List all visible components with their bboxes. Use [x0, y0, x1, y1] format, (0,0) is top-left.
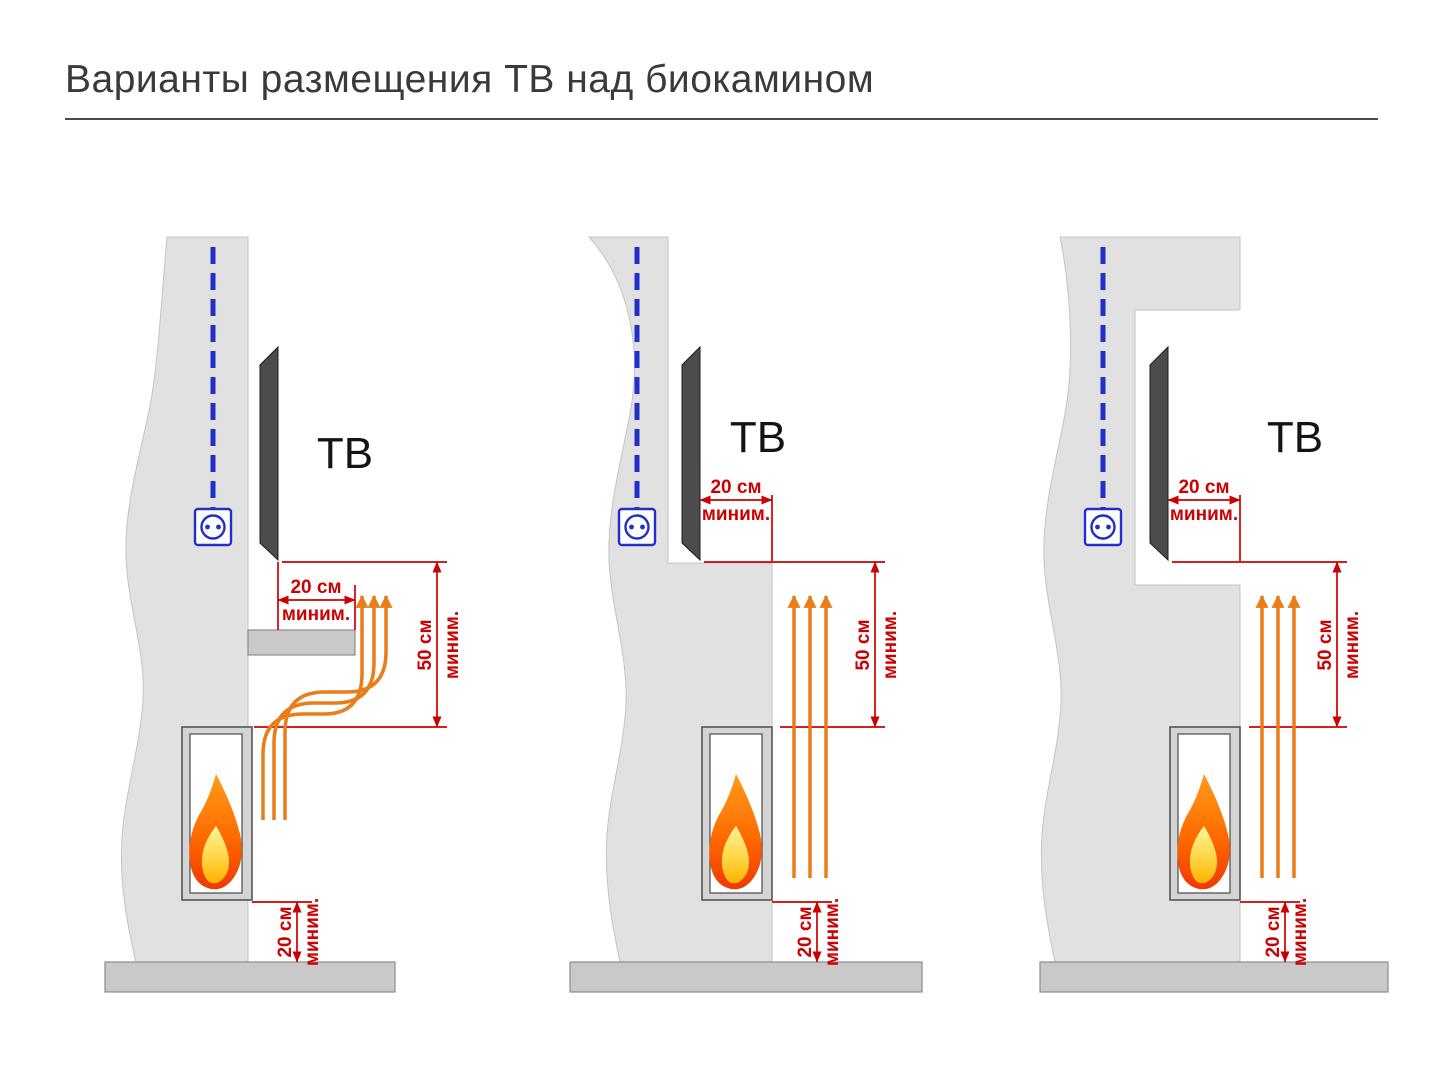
svg-text:20 см: 20 см [1178, 477, 1229, 498]
svg-text:50 см: 50 см [1315, 619, 1336, 670]
dimension-floor-clearance: 20 см миним. [1240, 898, 1311, 966]
floor [1039, 961, 1389, 993]
tv-panel [681, 345, 701, 562]
power-outlet-icon [617, 507, 657, 547]
tv-label: ТВ [1267, 413, 1323, 462]
dimension-vertical-clearance: 50 см миним. [254, 561, 463, 728]
dimension-side-gap: 20 см миним. [1167, 477, 1241, 561]
tv-label: ТВ [317, 429, 373, 478]
svg-text:20 см: 20 см [710, 477, 761, 498]
power-outlet-icon [1083, 507, 1123, 547]
dimension-floor-clearance: 20 см миним. [772, 898, 843, 966]
svg-text:миним.: миним. [282, 604, 350, 625]
page-title: Варианты размещения ТВ над биокамином [65, 58, 875, 101]
dimension-side-gap: 20 см миним. [699, 477, 773, 561]
dimension-vertical-clearance: 50 см миним. [1172, 561, 1363, 728]
heat-flow-arrows [1255, 594, 1301, 878]
svg-text:миним.: миним. [442, 611, 463, 679]
svg-text:миним.: миним. [702, 504, 770, 525]
svg-text:миним.: миним. [880, 611, 901, 679]
svg-text:миним.: миним. [822, 898, 843, 966]
flame-core-icon [721, 826, 750, 884]
svg-text:20 см: 20 см [1263, 906, 1284, 957]
tv-label: ТВ [730, 413, 786, 462]
svg-text:миним.: миним. [1290, 898, 1311, 966]
fireplace [701, 726, 773, 901]
dimension-side-gap: 20 см миним. [277, 562, 356, 630]
svg-text:50 см: 50 см [415, 619, 436, 670]
svg-text:50 см: 50 см [853, 619, 874, 670]
svg-text:20 см: 20 см [795, 906, 816, 957]
dimension-vertical-clearance: 50 см миним. [704, 561, 901, 728]
flame-core-icon [1189, 826, 1218, 884]
title-underline [65, 118, 1378, 120]
tv-panel [259, 345, 279, 562]
floor [569, 961, 923, 993]
svg-text:миним.: миним. [1170, 504, 1238, 525]
power-outlet-icon [193, 507, 233, 547]
svg-text:20 см: 20 см [290, 577, 341, 598]
svg-text:миним.: миним. [302, 898, 323, 966]
flame-core-icon [201, 826, 230, 884]
dimension-floor-clearance: 20 см миним. [252, 898, 323, 966]
heat-flow-arrows [261, 594, 393, 820]
panel-shelf-variant: ТВ 20 см миним. 50 см миним. [104, 236, 463, 993]
tv-panel [1149, 345, 1169, 562]
panel-niche-variant: ТВ 20 см миним. 50 см миним. [1039, 236, 1389, 993]
fireplace [1169, 726, 1241, 901]
floor [104, 961, 396, 993]
fireplace [181, 726, 253, 901]
panel-step-variant: ТВ 20 см миним. 50 см миним. [569, 236, 923, 993]
svg-text:миним.: миним. [1342, 611, 1363, 679]
svg-text:20 см: 20 см [275, 906, 296, 957]
protective-shelf [247, 629, 356, 656]
heat-flow-arrows [787, 594, 833, 878]
